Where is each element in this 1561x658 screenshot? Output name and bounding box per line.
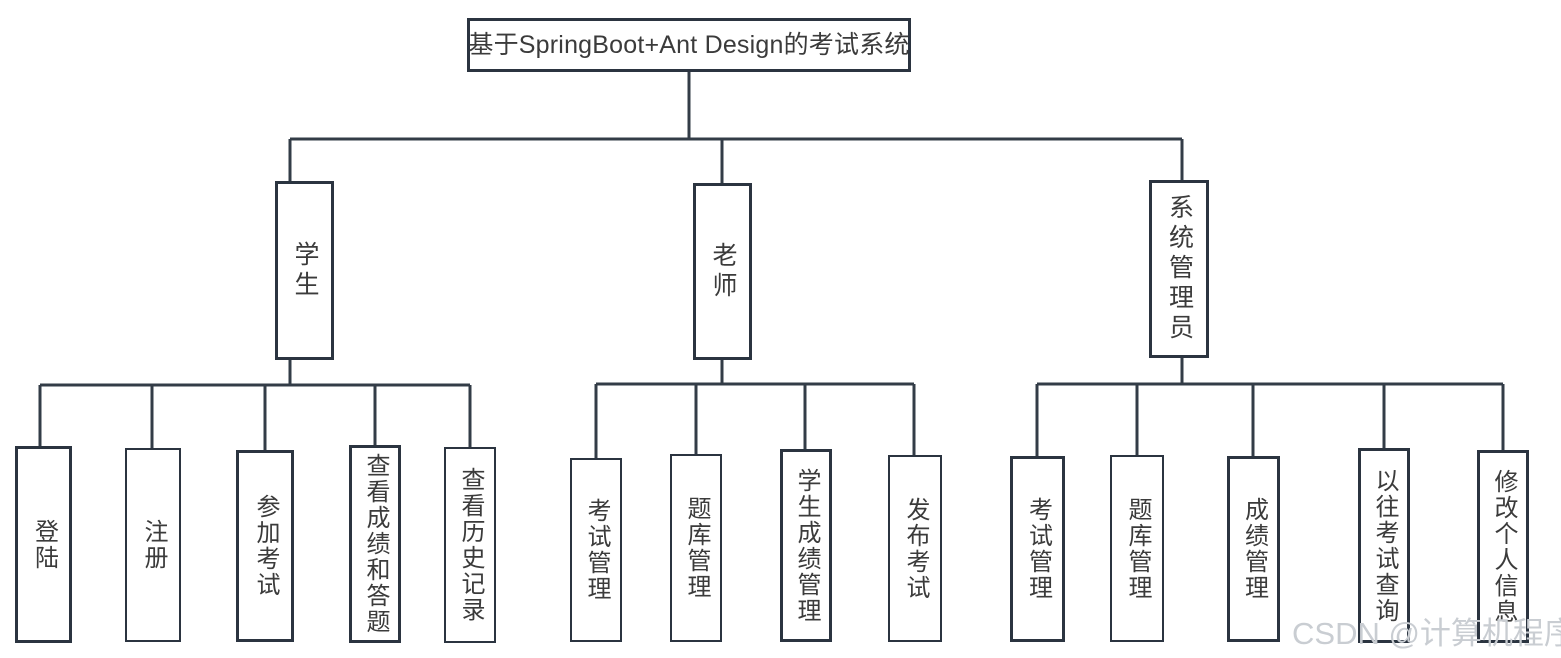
node-root[interactable]: 基于SpringBoot+Ant Design的考试系统	[467, 18, 911, 72]
node-admin-label: 系统管理员	[1165, 194, 1194, 344]
node-student-view-score-label: 查看成绩和答题	[362, 453, 389, 635]
node-admin-past-exam-query[interactable]: 以往考试查询	[1358, 448, 1410, 643]
node-teacher-bank-mgmt[interactable]: 题库管理	[670, 454, 722, 642]
node-student-take-exam[interactable]: 参加考试	[236, 450, 294, 642]
node-teacher-exam-mgmt[interactable]: 考试管理	[570, 458, 622, 642]
node-student-view-score[interactable]: 查看成绩和答题	[349, 445, 401, 643]
node-admin-score-mgmt[interactable]: 成绩管理	[1227, 456, 1280, 642]
node-teacher-bank-mgmt-label: 题库管理	[683, 496, 710, 600]
node-student-login[interactable]: 登陆	[15, 446, 72, 643]
node-teacher-publish-exam[interactable]: 发布考试	[888, 455, 942, 642]
node-teacher[interactable]: 老师	[693, 183, 752, 360]
node-student-take-exam-label: 参加考试	[252, 494, 279, 598]
node-student-view-history[interactable]: 查看历史记录	[444, 447, 496, 643]
node-student-register[interactable]: 注册	[125, 448, 181, 642]
node-admin-bank-mgmt[interactable]: 题库管理	[1110, 455, 1164, 642]
node-teacher-exam-mgmt-label: 考试管理	[583, 498, 610, 602]
node-teacher-label: 老师	[709, 241, 737, 302]
node-admin-edit-profile-label: 修改个人信息	[1490, 468, 1517, 625]
node-teacher-score-mgmt-label: 学生成绩管理	[793, 467, 820, 624]
node-admin-score-mgmt-label: 成绩管理	[1240, 497, 1268, 601]
node-teacher-score-mgmt[interactable]: 学生成绩管理	[780, 449, 832, 642]
node-admin-exam-mgmt-label: 考试管理	[1024, 497, 1052, 601]
node-admin[interactable]: 系统管理员	[1149, 180, 1209, 358]
node-root-label: 基于SpringBoot+Ant Design的考试系统	[468, 30, 910, 59]
node-admin-bank-mgmt-label: 题库管理	[1124, 496, 1151, 601]
node-admin-exam-mgmt[interactable]: 考试管理	[1010, 456, 1065, 642]
node-student-login-label: 登陆	[30, 518, 58, 571]
node-student-view-history-label: 查看历史记录	[457, 467, 484, 623]
node-admin-edit-profile[interactable]: 修改个人信息	[1477, 450, 1529, 643]
node-student-label: 学生	[291, 240, 319, 301]
node-admin-past-exam-query-label: 以往考试查询	[1371, 467, 1398, 624]
node-teacher-publish-exam-label: 发布考试	[902, 496, 929, 601]
node-student[interactable]: 学生	[275, 181, 334, 360]
node-student-register-label: 注册	[140, 519, 167, 571]
